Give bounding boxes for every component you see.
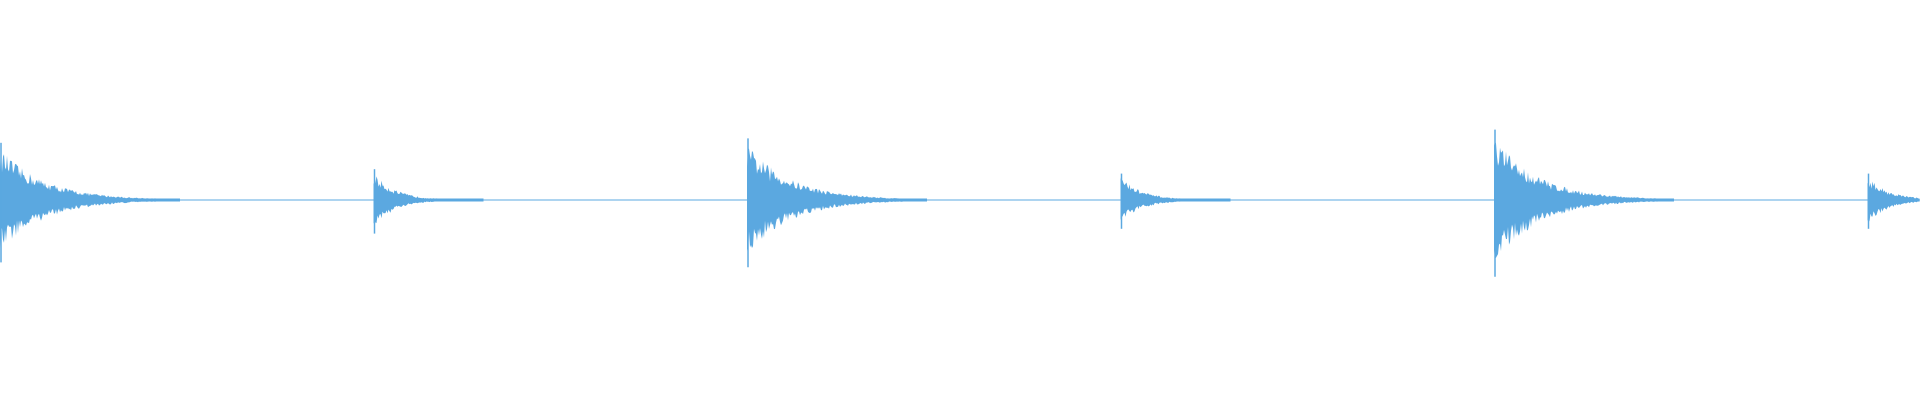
waveform-transient-4 (1120, 177, 1231, 221)
waveform-transient-1 (0, 150, 180, 249)
waveform-transient-5 (1494, 141, 1674, 259)
waveform-transients (0, 129, 1920, 277)
waveform-transient-3 (747, 148, 927, 253)
waveform-transient-6 (1867, 181, 1920, 222)
waveform-transient-2 (373, 176, 484, 225)
